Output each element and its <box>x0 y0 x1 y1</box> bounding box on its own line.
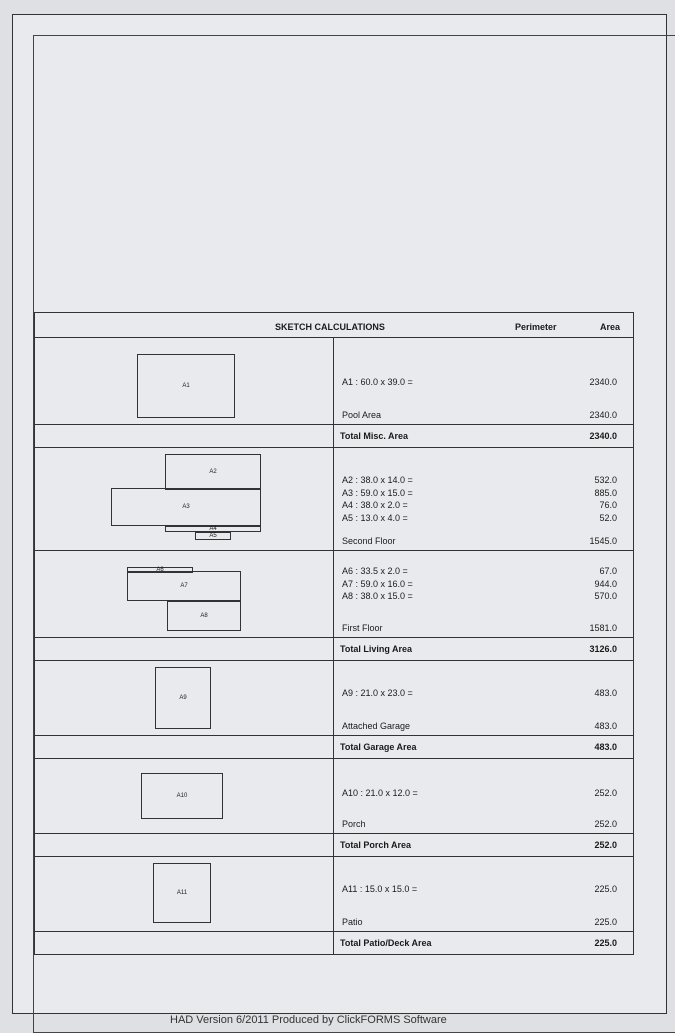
sketch-area-a2: A2 <box>165 454 261 490</box>
calc-cell: A6 : 33.5 x 2.0 =67.0 A7 : 59.0 x 16.0 =… <box>333 550 634 638</box>
sketch-cell: A1 <box>34 337 334 425</box>
calc-line: A11 : 15.0 x 15.0 =225.0 <box>342 884 617 894</box>
sketch-area-a4: A4 <box>165 526 261 532</box>
calc-line: A7 : 59.0 x 16.0 =944.0 <box>342 578 617 589</box>
calc-line: A5 : 13.0 x 4.0 =52.0 <box>342 512 617 523</box>
sketch-cell: A9 <box>34 660 334 736</box>
sketch-area-a9: A9 <box>155 667 211 729</box>
sketch-area-a3: A3 <box>111 488 261 526</box>
calc-line: A3 : 59.0 x 15.0 =885.0 <box>342 487 617 498</box>
sketch-area-a7: A7 <box>127 571 241 601</box>
sketch-cell: A10 <box>34 758 334 834</box>
sketch-cell: A6 A7 A8 <box>34 550 334 638</box>
calc-line: A2 : 38.0 x 14.0 =532.0 <box>342 475 617 485</box>
sketch-area-a11: A11 <box>153 863 211 923</box>
perimeter-header: Perimeter <box>515 322 557 332</box>
sketch-cell: A11 <box>34 856 334 932</box>
table-header: SKETCH CALCULATIONS Perimeter Area <box>34 312 634 338</box>
page-footer: HAD Version 6/2011 Produced by ClickFORM… <box>170 1014 447 1026</box>
area-header: Area <box>600 322 621 332</box>
sketch-area-a6: A6 <box>127 567 193 573</box>
sketch-area-a8: A8 <box>167 601 241 631</box>
sketch-area-a10: A10 <box>141 773 223 819</box>
calc-cell: A2 : 38.0 x 14.0 =532.0 A3 : 59.0 x 15.0… <box>333 447 634 551</box>
calc-line: A10 : 21.0 x 12.0 =252.0 <box>342 788 617 798</box>
calc-line: A6 : 33.5 x 2.0 =67.0 <box>342 566 617 576</box>
calc-line: A8 : 38.0 x 15.0 =570.0 <box>342 591 617 601</box>
calc-line: A9 : 21.0 x 23.0 =483.0 <box>342 688 617 698</box>
sketch-area-a5: A5 <box>195 532 231 540</box>
calc-line: A4 : 38.0 x 2.0 =76.0 <box>342 500 617 510</box>
sketch-calculations-table: SKETCH CALCULATIONS Perimeter Area A1 A1… <box>34 312 634 955</box>
table-title: SKETCH CALCULATIONS <box>275 322 385 332</box>
sketch-cell: A2 A3 A4 A5 <box>34 447 334 551</box>
calc-line: A1 : 60.0 x 39.0 =2340.0 <box>342 377 617 387</box>
sketch-area-a1: A1 <box>137 354 235 418</box>
